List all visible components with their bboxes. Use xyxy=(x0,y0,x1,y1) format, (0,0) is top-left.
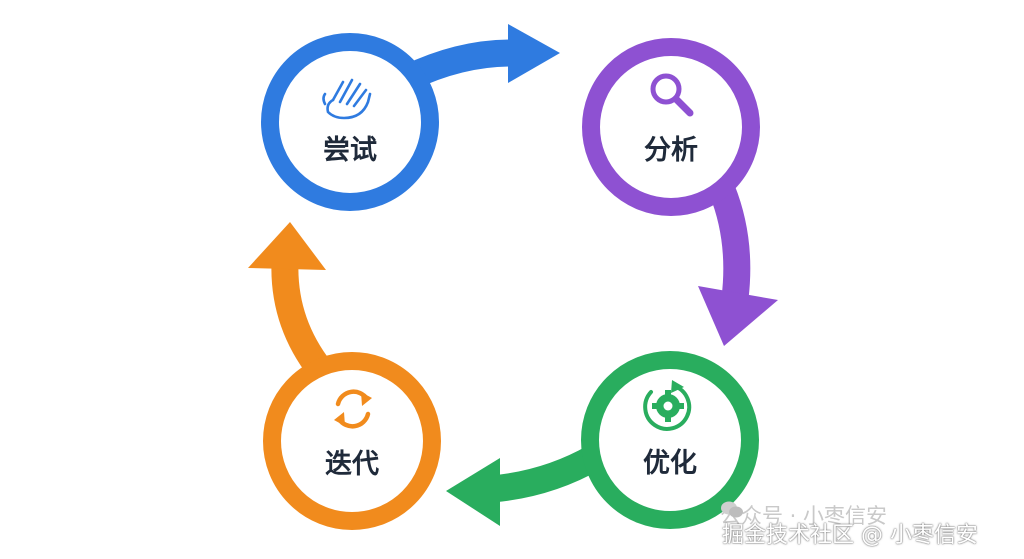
edge-arrowhead xyxy=(508,24,560,83)
node-ring xyxy=(263,352,441,530)
edge-shaft xyxy=(490,445,602,503)
node-label-try: 尝试 xyxy=(323,135,377,166)
node-label-optimize: 优化 xyxy=(643,448,697,479)
node-try: 尝试 xyxy=(261,33,439,211)
edge-arrowhead xyxy=(248,222,326,270)
edge-shaft xyxy=(709,184,751,300)
node-label-analyze: 分析 xyxy=(644,135,698,166)
hand-icon xyxy=(322,78,372,120)
node-ring xyxy=(581,351,759,529)
node-ring xyxy=(261,33,439,211)
edge-analyze-to-optimize xyxy=(698,184,778,346)
edge-try-to-analyze xyxy=(402,24,560,91)
edge-iterate-to-try xyxy=(248,222,328,372)
node-ring xyxy=(582,38,760,216)
edge-arrowhead xyxy=(698,286,778,346)
edge-shaft xyxy=(271,261,328,372)
watermark-line-1: 公众号 · 小枣信安 xyxy=(720,500,887,530)
node-optimize: 优化 xyxy=(581,351,759,529)
node-analyze: 分析 xyxy=(582,38,760,216)
magnifier-icon xyxy=(650,73,694,117)
edge-optimize-to-iterate xyxy=(446,445,602,526)
watermark-line-2: 掘金技术社区 @ 小枣信安 xyxy=(722,523,978,548)
gear-cycle-icon xyxy=(643,380,692,431)
refresh-icon xyxy=(334,389,372,429)
node-iterate: 迭代 xyxy=(263,352,441,530)
edge-arrowhead xyxy=(446,458,500,526)
wechat-icon xyxy=(721,501,743,518)
watermark-text-1: 公众号 · 小枣信安 xyxy=(720,504,888,528)
node-label-iterate: 迭代 xyxy=(325,449,379,480)
